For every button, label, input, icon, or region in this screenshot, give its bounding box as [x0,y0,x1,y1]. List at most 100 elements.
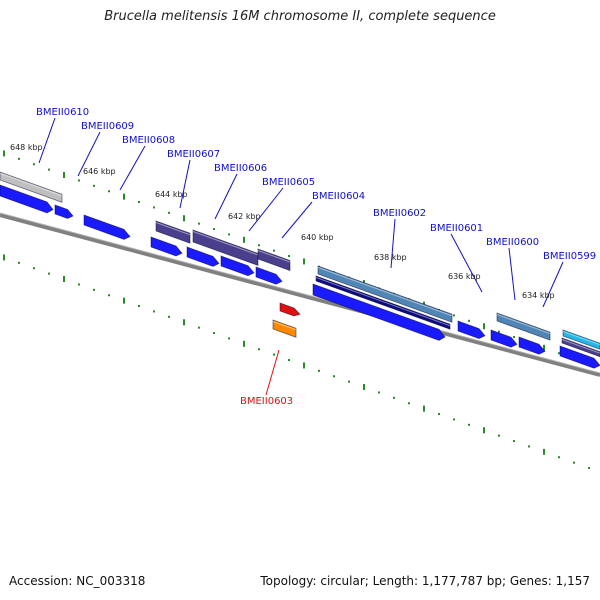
minor-tick [78,283,80,286]
minor-tick [513,440,515,443]
leader-line [214,173,238,220]
minor-tick [528,445,530,448]
accession-text: Accession: NC_003318 [9,574,146,588]
major-tick [183,215,185,222]
cds-arrow[interactable] [312,283,446,341]
minor-tick [498,434,500,437]
minor-tick [273,353,275,356]
minor-tick [48,168,50,171]
leader-line [281,201,313,239]
cds-arrow[interactable] [54,204,74,219]
minor-tick [138,305,140,308]
minor-tick [273,249,275,252]
feature-highlight [317,267,453,317]
cds-arrow[interactable] [518,336,546,355]
gene-orange-feature[interactable] [272,319,297,338]
minor-tick [408,402,410,405]
minor-tick [168,315,170,318]
leader-line [248,187,284,232]
minor-tick [33,163,35,166]
cds-arrow[interactable] [559,345,600,369]
minor-tick [153,206,155,209]
gene-purple-feature[interactable] [561,337,600,358]
minor-tick [258,348,260,351]
feature-highlight [562,331,600,346]
minor-tick [138,201,140,204]
feature-highlight [496,314,551,335]
gene-purple-feature[interactable] [257,248,291,272]
gene-navy-feature[interactable] [315,275,451,330]
minor-tick [378,391,380,394]
leader-line [77,131,101,177]
gene-steelblue-feature[interactable] [496,312,551,341]
minor-tick [468,423,470,426]
major-tick [3,150,5,157]
cds-arrow[interactable] [457,320,486,340]
minor-tick [108,294,110,297]
minor-tick [18,157,20,160]
gene-label-bmeii0605[interactable]: BMEII0605 [262,177,315,188]
tick-label-4: 640 kbp [301,233,334,242]
minor-tick [558,352,560,355]
major-tick [543,344,545,351]
minor-tick [348,380,350,383]
gene-label-bmeii0608[interactable]: BMEII0608 [122,135,175,146]
gene-purple-feature[interactable] [155,220,191,244]
cds-arrow[interactable] [490,329,518,348]
feature-highlight [315,277,451,327]
minor-tick [558,456,560,459]
gene-label-bmeii0606[interactable]: BMEII0606 [214,163,267,174]
cds-arrow[interactable] [186,246,220,267]
gene-gray-feature[interactable] [0,171,63,203]
major-tick [483,323,485,330]
leader-line [38,117,56,164]
gene-red-feature[interactable] [279,302,301,317]
cds-arrow[interactable] [150,236,183,257]
cds-arrow[interactable] [0,184,54,214]
major-tick [543,448,545,455]
tick-label-5: 638 kbp [374,253,407,262]
minor-tick [213,228,215,231]
gene-steelblue-feature[interactable] [317,265,453,323]
gene-label-bmeii0604[interactable]: BMEII0604 [312,191,365,202]
backbone-track [0,212,600,377]
leader-line [179,159,191,209]
minor-tick [513,336,515,339]
gene-label-bmeii0603[interactable]: BMEII0603 [240,396,293,407]
chromosome-backbone [0,213,600,377]
minor-tick [228,233,230,236]
leader-line [390,218,396,269]
tick-track [3,150,590,470]
feature-highlight [155,222,191,236]
cds-arrow[interactable] [83,214,131,240]
minor-tick [198,222,200,225]
leader-line [119,145,146,191]
gene-label-bmeii0599[interactable]: BMEII0599 [543,251,596,262]
gene-label-bmeii0607[interactable]: BMEII0607 [167,149,220,160]
gene-label-bmeii0600[interactable]: BMEII0600 [486,237,539,248]
topology-text: Topology: circular; Length: 1,177,787 bp… [260,574,590,588]
gene-purple-feature[interactable] [192,229,259,266]
gene-label-bmeii0602[interactable]: BMEII0602 [373,208,426,219]
gene-cyan-feature[interactable] [562,329,600,350]
cds-arrow[interactable] [255,266,283,285]
tick-label-2: 644 kbp [155,190,188,199]
major-tick [243,340,245,347]
gene-label-bmeii0610[interactable]: BMEII0610 [36,107,89,118]
minor-tick [153,310,155,313]
minor-tick [18,261,20,264]
gene-track [0,171,600,369]
minor-tick [288,255,290,258]
feature-highlight [561,339,600,354]
minor-tick [198,326,200,329]
major-tick [63,172,65,179]
minor-tick [78,179,80,182]
major-tick [423,405,425,412]
minor-tick [468,319,470,322]
gene-label-bmeii0601[interactable]: BMEII0601 [430,223,483,234]
minor-tick [213,332,215,335]
gene-label-bmeii0609[interactable]: BMEII0609 [81,121,134,132]
cds-arrow[interactable] [220,255,255,277]
minor-tick [228,337,230,340]
